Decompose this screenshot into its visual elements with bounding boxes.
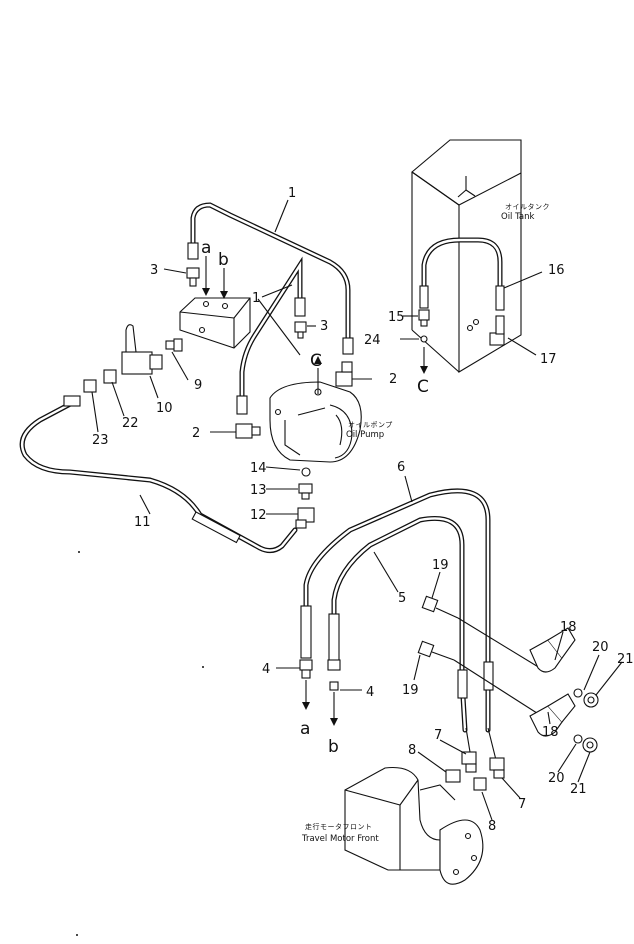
fitting-22 <box>103 369 117 384</box>
callout-19-lower: 19 <box>402 683 419 698</box>
nut-21-upper <box>583 692 599 708</box>
callout-6: 6 <box>397 460 405 475</box>
port-letter-a-bottom: a <box>300 719 310 739</box>
elbow-17 <box>466 315 505 346</box>
fitting-3-right <box>294 321 307 339</box>
callout-3-left: 3 <box>150 263 158 278</box>
callout-4-left: 4 <box>262 662 270 677</box>
washer-20-lower <box>573 734 583 744</box>
fitting-23 <box>83 379 97 393</box>
callout-20-lower: 20 <box>548 771 565 786</box>
oil-tank <box>411 139 522 373</box>
callout-16: 16 <box>548 263 565 278</box>
callout-5: 5 <box>398 591 406 606</box>
bolt-19-lower <box>417 640 541 716</box>
elbow-2-left <box>235 423 261 439</box>
callout-1-lower: 1 <box>252 291 260 306</box>
callout-18-upper: 18 <box>560 620 577 635</box>
callout-3-right: 3 <box>320 319 328 334</box>
o-ring-14 <box>301 467 311 477</box>
port-letters: a b C C a b <box>201 238 429 757</box>
clamp-18-upper <box>529 627 576 673</box>
callout-15: 15 <box>388 310 405 325</box>
callout-21-upper: 21 <box>617 652 634 667</box>
oil-pump-label-en: Oil Pump <box>346 430 384 440</box>
o-ring-24 <box>420 335 428 343</box>
nut-21-lower <box>582 737 598 753</box>
oil-pump-label-jp: オイルポンプ <box>348 421 393 429</box>
hose-16 <box>419 237 505 311</box>
callout-23: 23 <box>92 433 109 448</box>
fitting-15 <box>418 309 430 327</box>
callout-1-upper: 1 <box>288 186 296 201</box>
callout-19-upper: 19 <box>432 558 449 573</box>
callout-12: 12 <box>250 508 267 523</box>
elbow-12 <box>295 507 315 529</box>
port-letter-a-top: a <box>201 238 211 258</box>
callout-11: 11 <box>134 515 151 530</box>
sensor-10 <box>121 324 163 375</box>
callout-24: 24 <box>364 333 381 348</box>
oil-tank-label-jp: オイルタンク <box>505 202 550 211</box>
washer-20-upper <box>573 688 583 698</box>
fitting-4-right <box>327 659 341 691</box>
leader-lines <box>91 199 623 821</box>
bolt-19-upper <box>421 595 541 669</box>
fitting-13 <box>298 483 313 500</box>
valve-block <box>179 297 251 349</box>
elbow-7-right <box>489 757 505 779</box>
hose-1-upper <box>187 202 354 355</box>
fitting-3-left <box>186 267 200 287</box>
callout-17: 17 <box>540 352 557 367</box>
hose-11 <box>19 395 298 554</box>
hose-6 <box>300 488 494 733</box>
callout-7-left: 7 <box>434 728 442 743</box>
travel-motor-label-en: Travel Motor Front <box>301 834 379 844</box>
callout-numbers: 1 1 2 2 3 3 4 4 5 6 7 7 8 8 9 10 11 12 1… <box>92 186 634 834</box>
callout-14: 14 <box>250 461 267 476</box>
hose-1-lower <box>236 256 306 415</box>
fitting-8-left <box>445 769 461 783</box>
travel-motor-label-jp: 走行モータフロント <box>305 822 373 831</box>
port-letter-c-tank: C <box>417 377 429 397</box>
port-letter-c-pump: C <box>310 351 322 371</box>
oil-pump <box>269 381 362 463</box>
callout-2-left: 2 <box>192 426 200 441</box>
callout-9: 9 <box>194 378 202 393</box>
callout-10: 10 <box>156 401 173 416</box>
callout-21-lower: 21 <box>570 782 587 797</box>
elbow-2-right <box>335 361 353 387</box>
callout-13: 13 <box>250 483 267 498</box>
callout-2-right: 2 <box>389 372 397 387</box>
callout-22: 22 <box>122 416 139 431</box>
callout-8-right: 8 <box>488 819 496 834</box>
callout-18-lower: 18 <box>542 725 559 740</box>
elbow-7-left <box>461 751 477 773</box>
callout-20-upper: 20 <box>592 640 609 655</box>
callout-8-left: 8 <box>408 743 416 758</box>
fitting-4-left <box>299 659 313 679</box>
clamp-18-lower <box>529 693 576 737</box>
switch-9 <box>165 338 183 352</box>
callout-7-right: 7 <box>518 797 526 812</box>
oil-tank-label-en: Oil Tank <box>501 212 534 222</box>
fitting-8-right <box>473 777 487 791</box>
callout-4-right: 4 <box>366 685 374 700</box>
port-letter-b-top: b <box>218 250 229 270</box>
travel-motor <box>344 766 484 885</box>
hose-5 <box>328 515 468 733</box>
port-letter-b-bottom: b <box>328 737 339 757</box>
